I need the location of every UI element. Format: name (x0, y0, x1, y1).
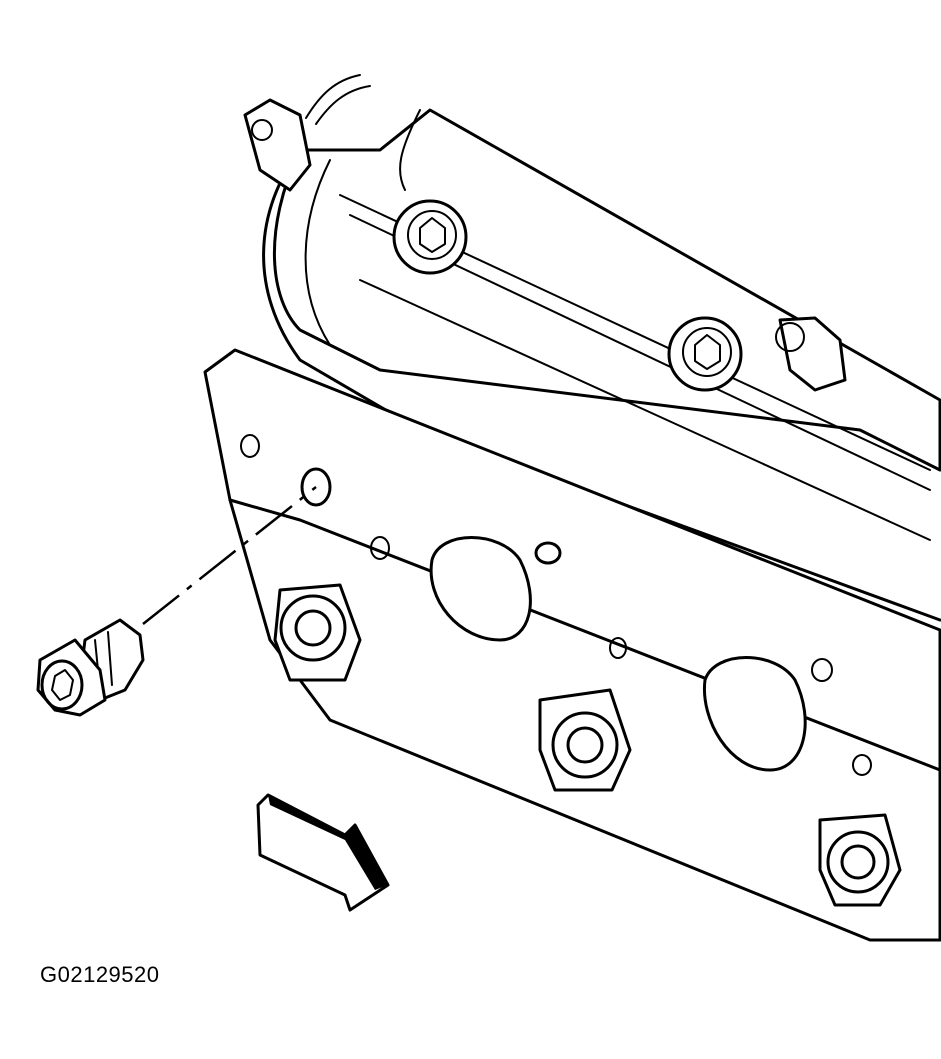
exhaust-port-1 (429, 536, 532, 642)
cover-bolt-1 (392, 199, 468, 275)
install-line (142, 486, 317, 625)
valve-cover (243, 98, 941, 622)
figure-id-label: G02129520 (40, 962, 160, 987)
exhaust-port-2 (702, 656, 807, 772)
wire (305, 74, 361, 119)
cylinder-head (203, 348, 941, 942)
hex-socket-plug (36, 618, 145, 717)
direction-arrow (256, 793, 390, 912)
cover-bolt-2 (667, 316, 743, 392)
stud-boss-3 (818, 813, 902, 907)
stud-boss-1 (273, 583, 362, 682)
stud-boss-2 (538, 688, 632, 792)
